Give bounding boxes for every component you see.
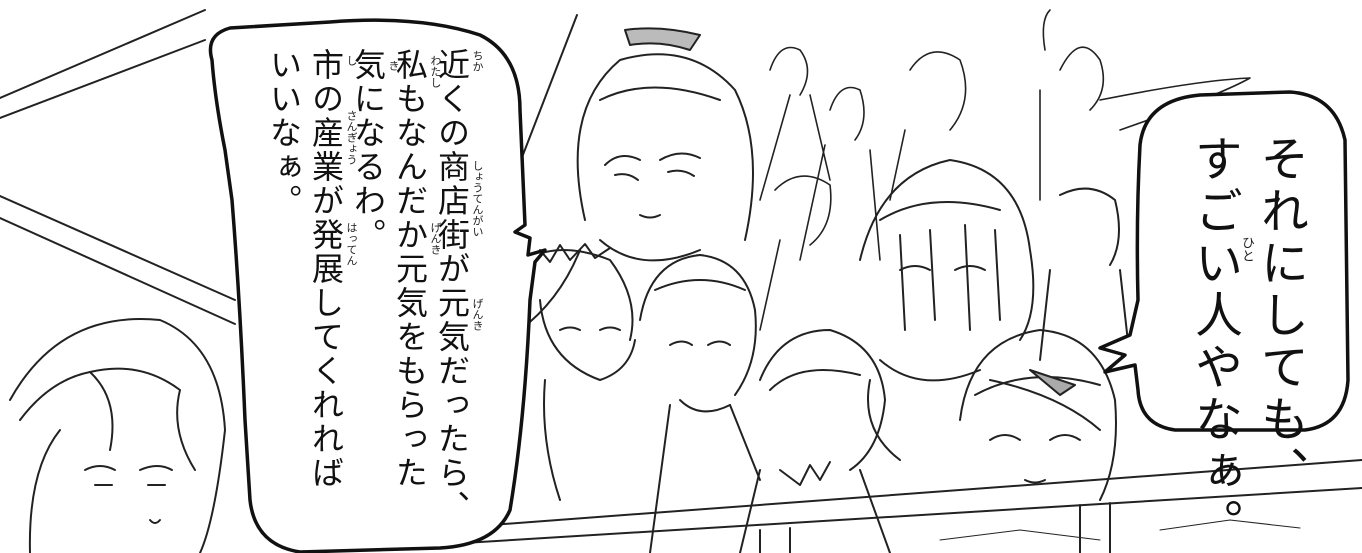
bubble-right-line-2: すごい人やなぁ。: [1186, 134, 1242, 550]
bubble-left-line-1: 近くの商店街が元気だったら、: [433, 48, 471, 524]
furigana-watashi: わたし: [429, 55, 442, 88]
furigana-hatten: はってん: [345, 222, 358, 266]
bubble-left-line-3: 気になるわ。: [349, 48, 387, 252]
railing-lines: [0, 9, 578, 325]
bubble-left-line-5: いいなぁ。: [265, 48, 303, 218]
bubble-left-line-2: 私もなんだか元気をもらった: [391, 48, 429, 490]
boy-center: [639, 254, 761, 553]
furigana-genki-1: げんき: [471, 298, 484, 331]
person-right: [1039, 187, 1131, 361]
furigana-sangyou: さんぎょう: [345, 110, 358, 165]
girl-with-bow: [519, 27, 754, 331]
girl-with-hairclip: [959, 329, 1117, 501]
furigana-hito: ひと: [1239, 236, 1254, 262]
furigana-chika: ちか: [471, 50, 484, 72]
short-haired-man: [524, 243, 636, 501]
boy-back: [739, 329, 891, 553]
dark-haired-boy: [859, 159, 1101, 461]
speech-bubble-left-outline: [208, 18, 547, 553]
bubble-right-line-1: それにしても、: [1252, 134, 1308, 498]
furigana-shi: し: [345, 55, 358, 66]
background-crowd: [759, 9, 1251, 331]
furigana-genki-2: げんき: [429, 222, 442, 255]
furigana-shoutengai: しょうてんがい: [471, 160, 484, 237]
bubble-left-line-4: 市の産業が発展してくれれば: [307, 48, 345, 490]
speech-bubble-right-outline: [1098, 90, 1350, 432]
girl-bottom-left: [9, 318, 226, 553]
furigana-ki: き: [387, 60, 400, 71]
